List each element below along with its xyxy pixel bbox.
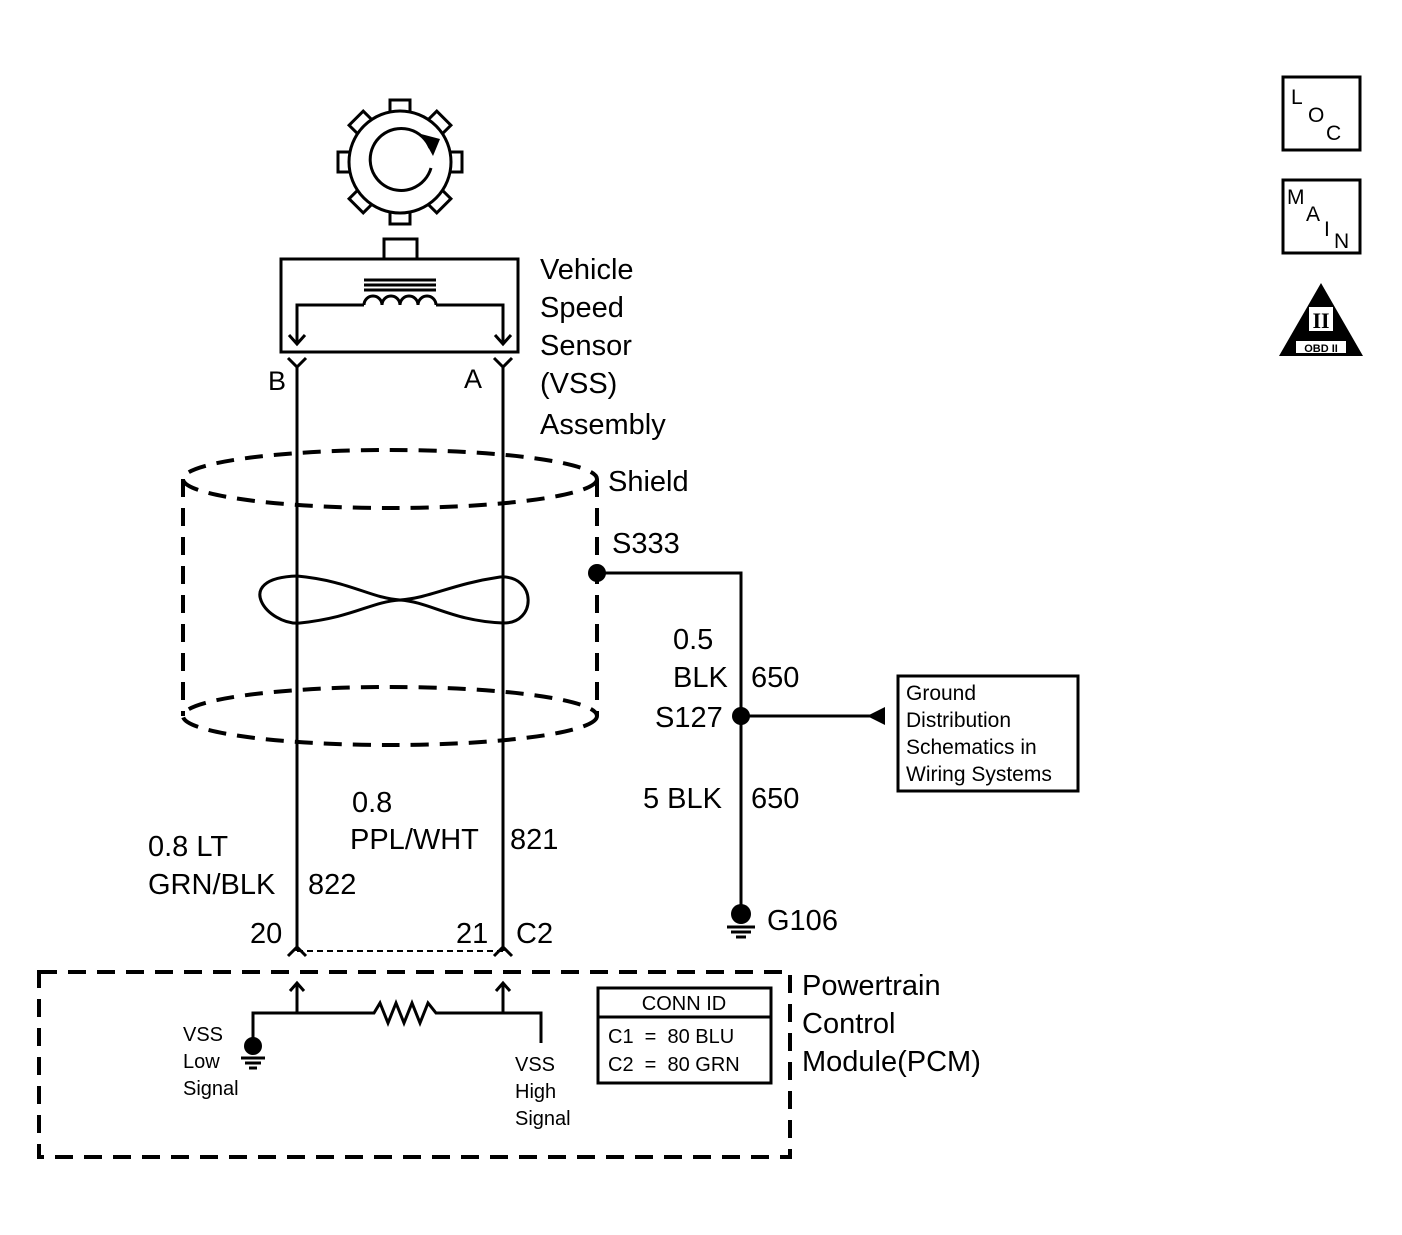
main-icon[interactable]	[1281, 178, 1362, 255]
loc-icon[interactable]	[1281, 75, 1362, 152]
wire-650-lower-gauge-color: 5 BLK	[643, 783, 723, 815]
vss-high-line-1: VSS	[515, 1054, 555, 1076]
conn-id-header: CONN ID	[642, 993, 726, 1015]
main-letter-m: M	[1287, 186, 1305, 209]
loc-letter-l: L	[1291, 86, 1303, 109]
wire-650-circuit: 650	[751, 662, 799, 694]
wire-822-gauge: 0.8 LT	[148, 831, 228, 863]
terminal-b	[286, 356, 308, 370]
pcm-title-line-3: Module(PCM)	[802, 1046, 981, 1078]
loc-letter-c: C	[1326, 122, 1341, 145]
vss-low-line-3: Signal	[183, 1078, 239, 1100]
vss-low-ground-icon	[241, 1037, 265, 1070]
main-letter-n: N	[1334, 230, 1349, 253]
main-letter-a: A	[1306, 203, 1320, 226]
conn-id-c1: C1 = 80 BLU	[608, 1026, 734, 1048]
conn-id-c2: C2 = 80 GRN	[608, 1054, 740, 1076]
pcm-pin-20-label: 20	[250, 918, 282, 950]
vss-title-line-2: Speed	[540, 292, 624, 324]
ground-ref-line-1: Ground	[906, 682, 976, 705]
arrow-icon	[867, 707, 885, 725]
pcm-internal-circuit	[251, 980, 543, 1043]
pcm-title-line-1: Powertrain	[802, 970, 941, 1002]
ground-g106-label: G106	[767, 905, 838, 937]
ground-ref-line-4: Wiring Systems	[906, 763, 1052, 786]
loc-letter-o: O	[1308, 104, 1324, 127]
shield-label: Shield	[608, 466, 689, 498]
vss-high-line-3: Signal	[515, 1108, 571, 1130]
ground-g106-icon	[727, 904, 755, 939]
pcm-pin-20	[286, 944, 308, 958]
pcm-box	[37, 970, 792, 1159]
ground-ref-line-2: Distribution	[906, 709, 1011, 732]
vss-title-line-4: (VSS)	[540, 368, 617, 400]
wire-821-circuit: 821	[510, 824, 558, 856]
pin-a-label: A	[464, 364, 482, 394]
pcm-pin-21-label: 21	[456, 918, 488, 950]
obd-ii-icon[interactable]	[1279, 283, 1363, 356]
splice-s127-label: S127	[655, 702, 723, 734]
connector-c2-label: C2	[516, 918, 553, 950]
wire-650-color: BLK	[673, 662, 728, 694]
conn-id-table	[596, 986, 773, 1085]
obd-label: OBD II	[1304, 343, 1338, 355]
terminal-a	[492, 356, 514, 370]
wire-650-lower-circuit: 650	[751, 783, 799, 815]
sensor-shaft	[382, 237, 419, 262]
wire-822-circuit: 822	[308, 869, 356, 901]
vss-title-line-1: Vehicle	[540, 254, 634, 286]
wire-822-color: GRN/BLK	[148, 869, 276, 901]
vss-low-line-2: Low	[183, 1051, 220, 1073]
vss-low-line-1: VSS	[183, 1024, 223, 1046]
splice-s333-label: S333	[612, 528, 680, 560]
wire-650-gauge: 0.5	[673, 624, 713, 656]
pcm-pin-21	[492, 944, 514, 958]
shield-cylinder	[181, 448, 599, 747]
wire-821-gauge: 0.8	[352, 787, 392, 819]
reluctor-wheel-icon	[336, 98, 464, 226]
sensor-coil-icon	[287, 278, 513, 347]
pin-b-label: B	[268, 366, 286, 396]
vss-title-line-5: Assembly	[540, 409, 666, 441]
ground-distribution-ref-box[interactable]	[896, 674, 1080, 793]
resistor-icon	[251, 998, 543, 1043]
ground-ref-line-3: Schematics in	[906, 736, 1037, 759]
vss-high-line-2: High	[515, 1081, 556, 1103]
wire-821-color: PPL/WHT	[350, 824, 479, 856]
wire-650	[597, 571, 743, 911]
vss-title-line-3: Sensor	[540, 330, 632, 362]
main-letter-i: I	[1324, 218, 1330, 241]
wire-twist	[258, 574, 530, 625]
pcm-title-line-2: Control	[802, 1008, 896, 1040]
splice-s333-dot	[588, 564, 606, 582]
obd-numeral: II	[1312, 308, 1329, 333]
